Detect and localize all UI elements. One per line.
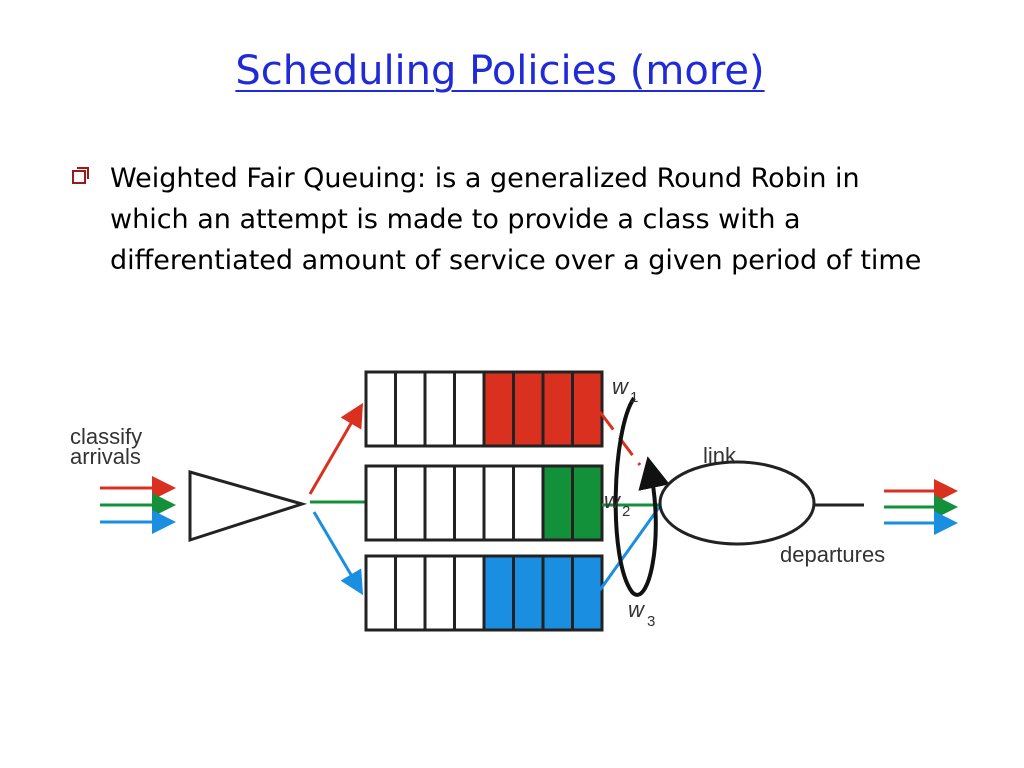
queue-slot-empty (482, 464, 515, 542)
queue-packet-blue (541, 554, 574, 632)
queue-slot-empty (453, 370, 486, 448)
queue-slot-empty (423, 554, 456, 632)
queue-slot-empty (453, 464, 486, 542)
queue-slot-empty (394, 370, 427, 448)
queue-packet-blue (512, 554, 545, 632)
queue-red (364, 370, 604, 448)
slide-title: Scheduling Policies (more) (235, 48, 765, 94)
queue-slot-empty (453, 554, 486, 632)
queue-group (364, 370, 604, 632)
svg-text:3: 3 (647, 613, 655, 630)
queue-packet-blue (571, 554, 604, 632)
bullet-text: Weighted Fair Queuing: is a generalized … (110, 163, 922, 276)
queue-slot-empty (364, 554, 397, 632)
queue-packet-red (512, 370, 545, 448)
departures-label: departures (780, 542, 885, 567)
link-ellipse (658, 460, 816, 546)
queue-slot-empty (423, 370, 456, 448)
queue-packet-red (482, 370, 515, 448)
svg-text:2: 2 (622, 503, 630, 520)
classify-label: classify (70, 424, 142, 449)
class-arrow-red (308, 402, 364, 495)
round-robin-loop (613, 396, 670, 597)
arrival-arrows (100, 476, 176, 534)
arrivals-label: arrivals (70, 444, 141, 469)
bullet-box-icon (72, 167, 89, 184)
svg-text:w: w (612, 374, 630, 399)
queue-slot-empty (394, 464, 427, 542)
weight-w2: w 2 (604, 488, 630, 520)
queue-slot-empty (512, 464, 545, 542)
departure-arrows (884, 479, 958, 535)
queue-green (364, 464, 604, 542)
svg-text:1: 1 (630, 389, 638, 406)
weight-w1: w 1 (612, 374, 638, 406)
svg-text:w: w (604, 488, 622, 513)
weight-w3: w 3 (628, 597, 655, 630)
queue-slot-empty (364, 370, 397, 448)
queue-packet-red (571, 370, 604, 448)
queue-slot-empty (364, 464, 397, 542)
queue-packet-blue (482, 554, 515, 632)
queue-blue (364, 554, 604, 632)
queue-line-blue (598, 505, 662, 591)
queue-slot-empty (423, 464, 456, 542)
queue-packet-red (541, 370, 574, 448)
class-arrow-blue (312, 511, 364, 596)
queue-packet-green (541, 464, 574, 542)
queue-slot-empty (394, 554, 427, 632)
svg-text:w: w (628, 597, 646, 622)
queue-packet-green (571, 464, 604, 542)
classifier-triangle (188, 470, 308, 543)
